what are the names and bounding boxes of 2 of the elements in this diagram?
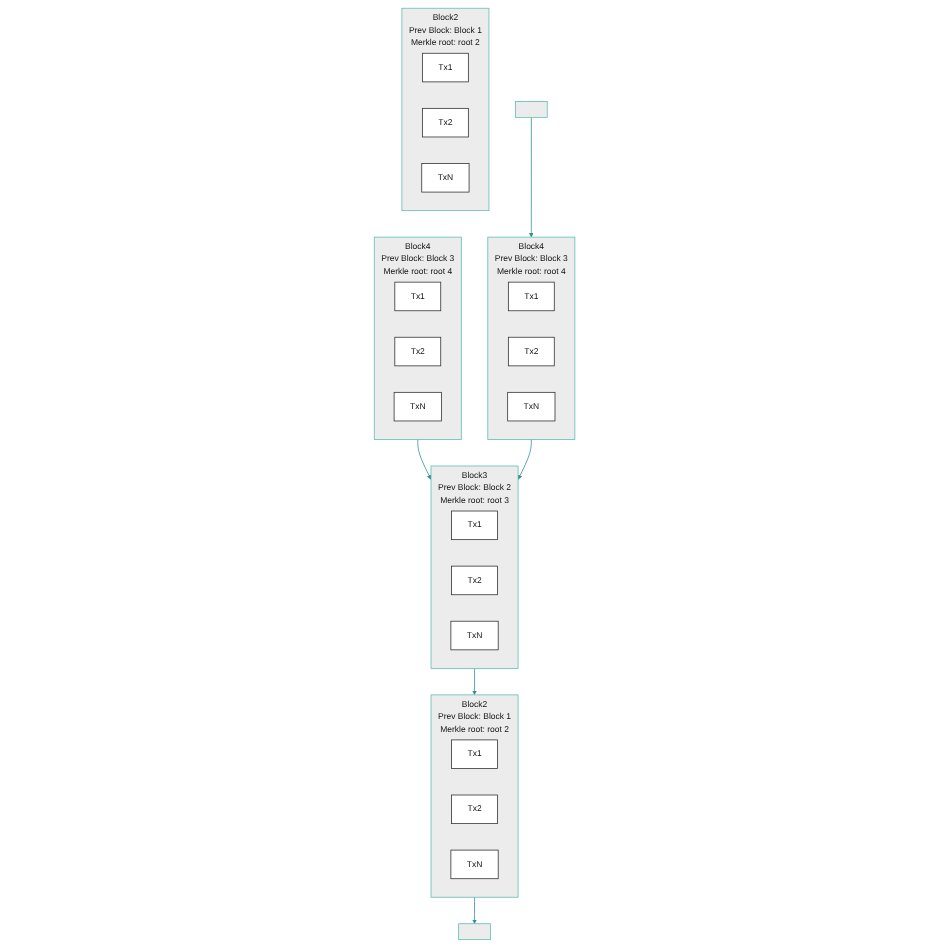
node-box — [457, 923, 491, 941]
node-box — [514, 101, 548, 118]
